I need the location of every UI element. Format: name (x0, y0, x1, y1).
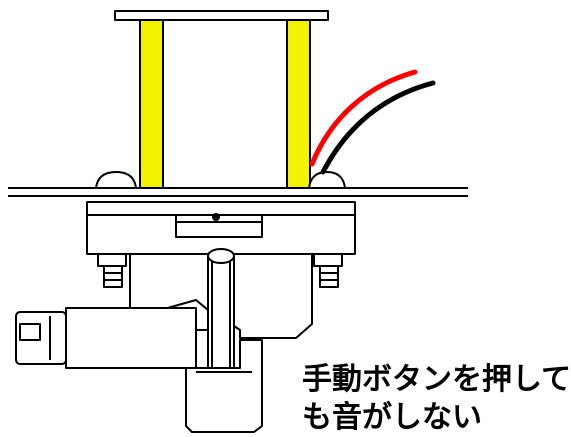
left-nut-bottom (103, 265, 123, 288)
connector-slot (19, 323, 41, 341)
left-yellow-pillar (139, 19, 164, 189)
top-plate (114, 10, 329, 21)
caption-line-2: も音がしない (302, 400, 482, 435)
stem-top-cap (207, 248, 235, 264)
screw-dot (212, 213, 220, 221)
outlet-pipe (185, 339, 263, 433)
left-dome (95, 171, 137, 189)
right-dome (308, 171, 346, 189)
left-pipe (65, 307, 197, 369)
right-nut-bottom (319, 265, 339, 288)
left-nut-top (97, 253, 127, 267)
right-yellow-pillar (286, 19, 311, 189)
right-nut-top (313, 253, 343, 267)
caption-line-1: 手動ボタンを押して (302, 362, 571, 397)
black-wire (320, 80, 436, 175)
red-wire (309, 69, 418, 167)
